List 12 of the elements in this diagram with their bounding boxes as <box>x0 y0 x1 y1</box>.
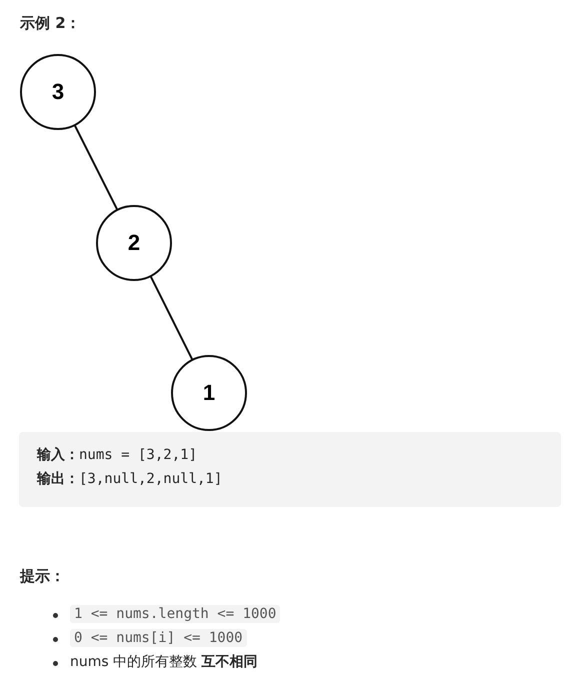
heading: 示例 2： <box>20 14 81 33</box>
tree-node-circle: 2 <box>96 205 172 281</box>
constraint-text: nums 中的所有整数 互不相同 <box>70 653 258 671</box>
output-line: 输出：[3,null,2,null,1] <box>37 470 222 488</box>
constraint-text: 0 <= nums[i] <= 1000 <box>70 629 247 647</box>
tree-node-circle: 3 <box>20 54 96 130</box>
tree-edge <box>74 124 118 210</box>
input-line: 输入：nums = [3,2,1] <box>37 446 198 464</box>
constraint-text: 1 <= nums.length <= 1000 <box>70 605 280 623</box>
section-heading: 提示： <box>20 567 65 586</box>
tree-node-circle: 1 <box>171 355 247 431</box>
tree-edge <box>150 276 194 360</box>
